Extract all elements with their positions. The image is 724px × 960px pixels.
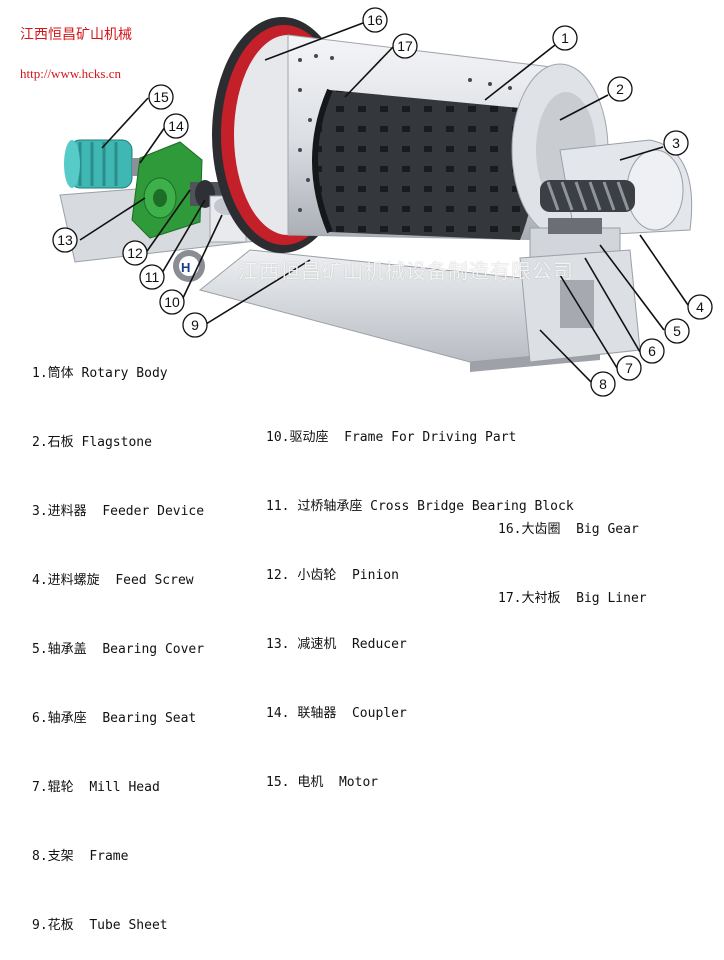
legend-item: 9.花板 Tube Sheet: [32, 918, 168, 933]
callout-3: 3: [663, 130, 689, 156]
callout-8: 8: [590, 371, 616, 397]
svg-text:3: 3: [672, 135, 680, 151]
callout-9: 9: [182, 312, 208, 338]
svg-text:12: 12: [127, 245, 143, 261]
rotary-body: [287, 34, 586, 241]
legend-item: 8.支架 Frame: [32, 849, 129, 864]
motor: [64, 139, 133, 189]
logo-gear-icon: H: [173, 250, 205, 282]
svg-text:17: 17: [397, 38, 413, 54]
legend-item: 15. 电机 Motor: [266, 775, 379, 790]
svg-text:2: 2: [616, 81, 624, 97]
legend-item: 14. 联轴器 Coupler: [266, 706, 407, 721]
svg-text:13: 13: [57, 232, 73, 248]
svg-text:5: 5: [673, 323, 681, 339]
legend-item: 7.辊轮 Mill Head: [32, 780, 160, 795]
callout-14: 14: [163, 113, 189, 139]
callout-6: 6: [639, 338, 665, 364]
legend-column-1: 1.筒体 Rotary Body 2.石板 Flagstone 3.进料器 Fe…: [32, 316, 204, 960]
svg-text:7: 7: [625, 360, 633, 376]
callout-7: 7: [616, 355, 642, 381]
svg-text:11: 11: [145, 269, 160, 285]
company-name: 江西恒昌矿山机械: [20, 27, 132, 43]
callout-13: 13: [52, 227, 78, 253]
callout-10: 10: [159, 289, 185, 315]
svg-text:H: H: [181, 260, 190, 275]
svg-text:6: 6: [648, 343, 656, 359]
callout-12: 12: [122, 240, 148, 266]
callout-15: 15: [148, 84, 174, 110]
svg-text:15: 15: [153, 89, 169, 105]
legend-item: 16.大齿圈 Big Gear: [498, 522, 639, 537]
legend-item: 6.轴承座 Bearing Seat: [32, 711, 197, 726]
callout-5: 5: [664, 318, 690, 344]
legend-item: 13. 减速机 Reducer: [266, 637, 407, 652]
company-watermark: 江西恒昌矿山机械设备制造有限公司: [238, 259, 574, 283]
callout-4: 4: [687, 294, 713, 320]
reducer: [131, 141, 203, 239]
svg-text:14: 14: [168, 118, 184, 134]
svg-text:9: 9: [191, 317, 199, 333]
svg-text:10: 10: [164, 294, 180, 310]
svg-text:1: 1: [561, 30, 569, 46]
callout-11: 11: [139, 264, 165, 290]
legend-item: 2.石板 Flagstone: [32, 435, 152, 450]
legend-item: 10.驱动座 Frame For Driving Part: [266, 430, 517, 445]
callout-17: 17: [392, 33, 418, 59]
website-url: http://www.hcks.cn: [20, 66, 121, 81]
svg-text:8: 8: [599, 376, 607, 392]
legend-item: 1.筒体 Rotary Body: [32, 366, 168, 381]
svg-text:16: 16: [367, 12, 383, 28]
callout-1: 1: [552, 25, 578, 51]
legend-item: 3.进料器 Feeder Device: [32, 504, 205, 519]
legend-item: 5.轴承盖 Bearing Cover: [32, 642, 205, 657]
feed-screw: [540, 180, 635, 212]
callout-2: 2: [607, 76, 633, 102]
callout-16: 16: [362, 7, 388, 33]
leader-lines: [79, 22, 689, 384]
callout-markers: 1 2 3 4 5 6 7 8 9 10 11 12 13 14 15 16 1…: [52, 7, 713, 397]
svg-text:4: 4: [696, 299, 704, 315]
legend-item: 4.进料螺旋 Feed Screw: [32, 573, 194, 588]
ball-mill-illustration: H: [59, 17, 693, 384]
legend-column-3: 16.大齿圈 Big Gear 17.大衬板 Big Liner: [498, 472, 647, 633]
legend-item: 11. 过桥轴承座 Cross Bridge Bearing Block: [266, 499, 574, 514]
legend-item: 17.大衬板 Big Liner: [498, 591, 647, 606]
